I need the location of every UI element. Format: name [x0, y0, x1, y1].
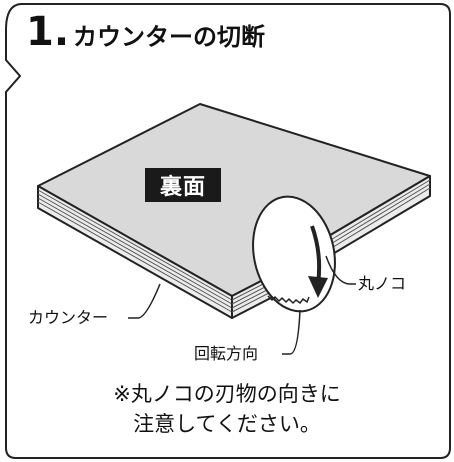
edge-stripes-back — [323, 179, 431, 253]
panel-frame — [5, 3, 451, 459]
rotation-arrow-head — [308, 276, 328, 298]
direction-label: 回転方向 — [194, 344, 259, 363]
saw-teeth — [267, 295, 310, 305]
saw-label: 丸ノコ — [358, 274, 407, 293]
step-number: 1. — [26, 9, 70, 55]
edge-stripes-left — [37, 189, 233, 313]
leader-counter — [128, 283, 161, 319]
step-heading: 1. カウンターの切断 — [26, 12, 265, 52]
counter-label: カウンター — [28, 308, 109, 327]
counter-top-surface — [37, 103, 431, 297]
note-line-2: 注意してください。 — [133, 412, 321, 436]
surface-label: 裏面 — [145, 168, 221, 202]
step-title: カウンターの切断 — [73, 23, 266, 51]
leader-direction — [282, 309, 301, 355]
note-line-1: ※丸ノコの刃物の向きに — [113, 382, 341, 406]
leader-saw — [325, 255, 356, 285]
